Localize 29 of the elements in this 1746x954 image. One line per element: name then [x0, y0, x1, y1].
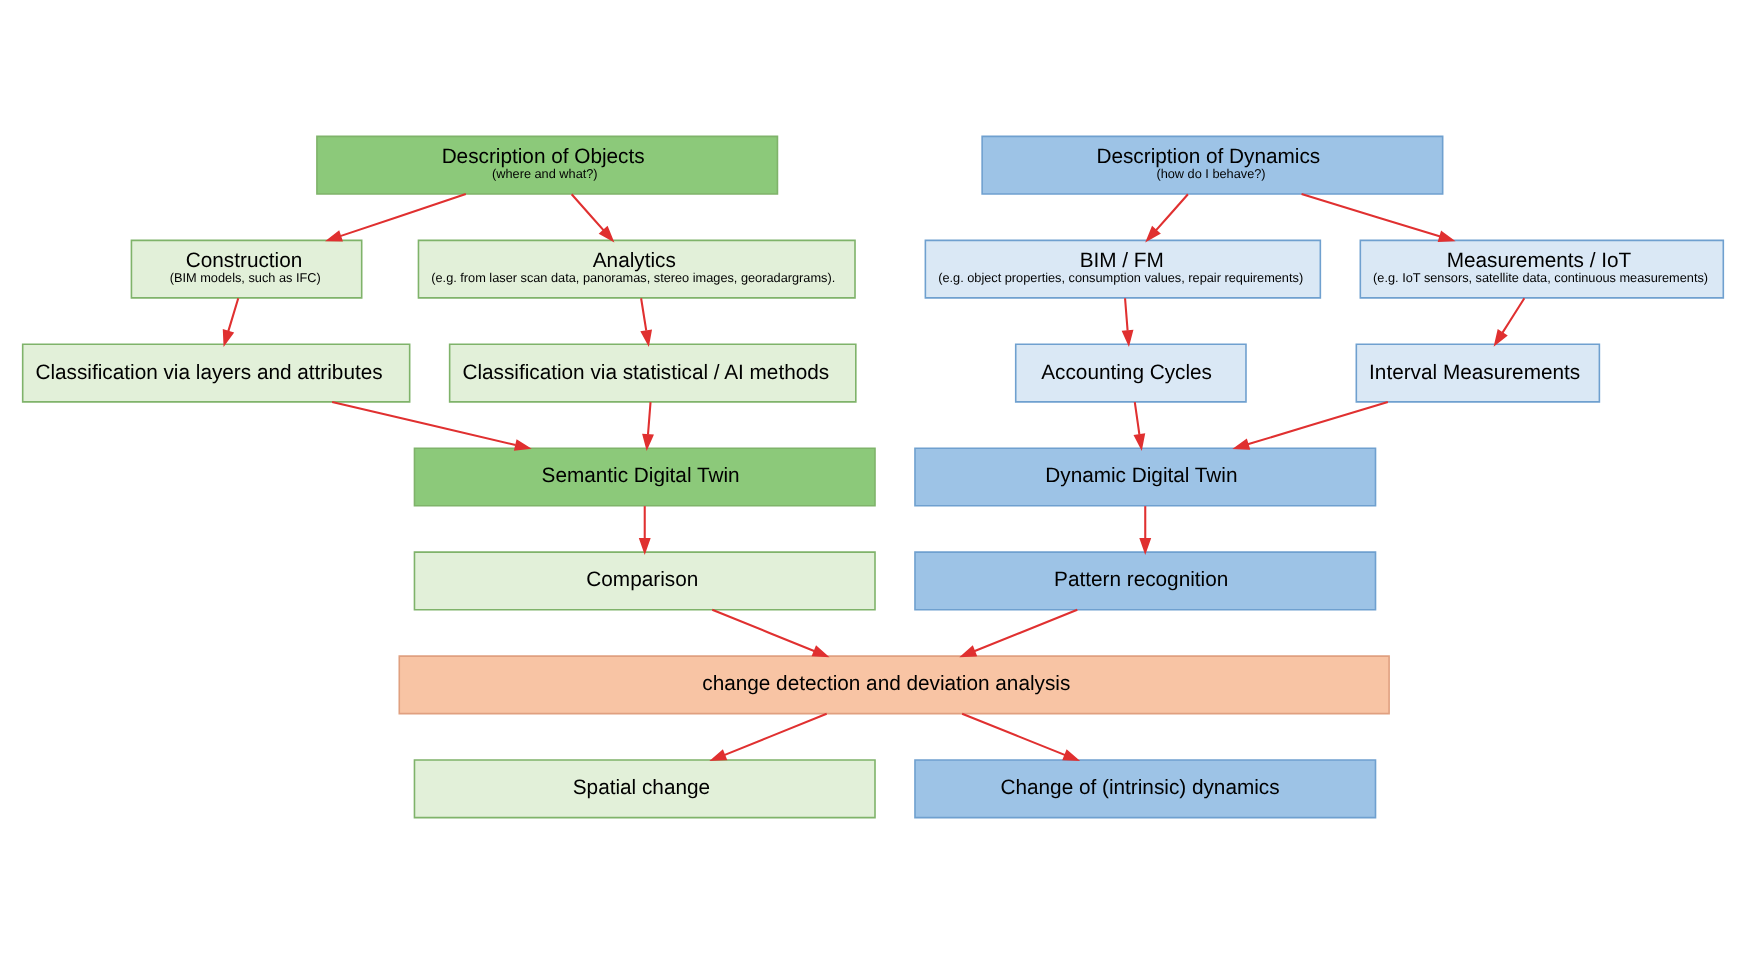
node-box: Change of (intrinsic) dynamics — [914, 759, 1377, 819]
arrow — [711, 608, 830, 658]
arrow — [1232, 400, 1389, 450]
node-box: Comparison — [413, 551, 876, 611]
node-box: Pattern recognition — [914, 551, 1377, 611]
node-box: Classification via layers and attributes — [21, 343, 411, 403]
node-box: Spatial change — [413, 759, 876, 819]
node-box: Interval Measurements — [1355, 343, 1601, 403]
node-box: Semantic Digital Twin — [413, 447, 876, 507]
arrow — [640, 298, 653, 348]
arrow — [709, 712, 828, 762]
arrow — [638, 506, 651, 555]
node-box: Dynamic Digital Twin — [914, 447, 1377, 507]
arrow — [1139, 506, 1152, 555]
node-box: change detection and deviation analysis — [398, 655, 1390, 715]
node-box: Classification via statistical / AI methods — [448, 343, 857, 403]
arrow — [1145, 193, 1189, 243]
arrow — [959, 608, 1078, 658]
arrow — [961, 712, 1081, 762]
arrow — [1133, 402, 1146, 452]
arrow — [325, 193, 467, 242]
arrow — [1493, 297, 1526, 347]
node-box: Accounting Cycles — [1014, 343, 1247, 403]
arrow — [222, 297, 240, 347]
arrow — [1301, 193, 1456, 242]
arrow — [1121, 298, 1134, 348]
arrow — [331, 400, 532, 451]
arrow — [570, 193, 615, 243]
arrow — [642, 402, 654, 452]
